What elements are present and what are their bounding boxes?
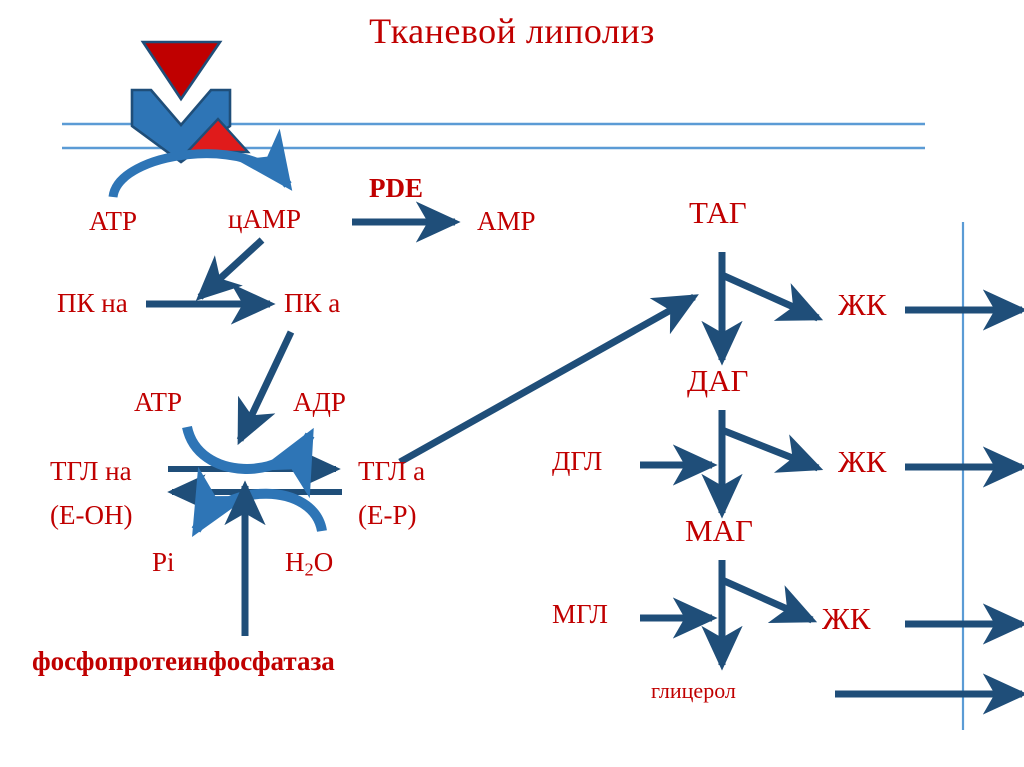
arrow-lipase-to-tag [398,293,699,466]
label-amp: AMP [477,206,536,236]
label-water: H2O [285,549,333,579]
label-fa-1: ЖК [838,287,887,322]
label-mag: МАГ [685,513,753,548]
arrow-tag-to-fa [720,271,824,322]
label-tgl-active: ТГЛ a [358,456,426,486]
arrow-dag-to-fa [720,426,824,473]
label-dgl: ДГЛ [552,446,603,476]
adenylate-cyclase-arc [108,128,293,199]
label-camp: цАМР [228,204,301,234]
label-atp-lipase: ATP [134,387,183,417]
label-tgl-inactive: ТГЛ на [50,456,132,486]
label-dag: ДАГ [687,363,749,398]
water-subscript: 2 [304,559,314,580]
water-o: O [313,547,334,577]
label-mgl: МГЛ [552,599,608,629]
label-tgl-active-form: (E-P) [358,500,417,530]
label-glycerol: глицерол [651,678,736,703]
arrow-mag-to-fa [720,576,818,624]
label-pi: Pi [152,547,175,577]
arrow-camp-to-pk [195,237,265,301]
label-pk-active: ПК а [284,288,341,318]
page-title: Тканевой липолиз [369,11,655,51]
label-phosphatase: фосфопротеинфосфатаза [32,646,335,676]
g-protein-triangle [184,117,251,154]
label-tag: ТАГ [689,195,747,230]
label-tgl-inactive-form: (E-OH) [50,500,133,530]
label-adp: АДР [293,387,346,417]
curve-water-to-pi [191,466,327,537]
water-h: H [285,547,305,577]
receptor-chevron [130,88,232,164]
label-atp-cyclase: ATP [89,206,138,236]
arrow-pka-to-lipase [236,330,295,446]
label-pde: PDE [369,173,423,203]
label-fa-2: ЖК [838,444,887,479]
membrane-lines [62,122,925,150]
label-pk-inactive: ПК на [57,288,128,318]
curve-atp-to-adp [182,425,315,499]
label-fa-3: ЖК [822,601,871,636]
